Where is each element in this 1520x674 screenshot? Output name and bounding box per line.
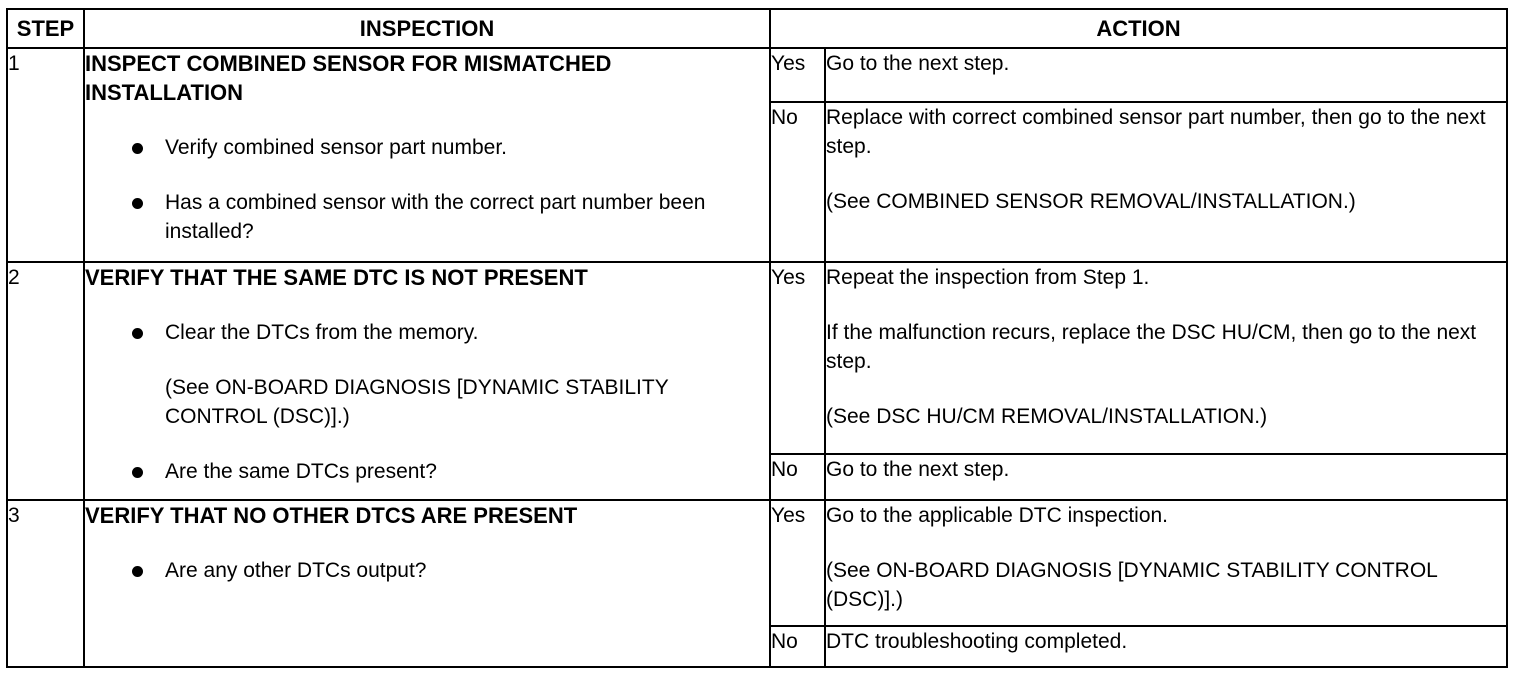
action-header: ACTION bbox=[768, 8, 1509, 49]
step-3-no-row: No DTC troubleshooting completed. bbox=[7, 625, 1509, 668]
step-2-inspection: VERIFY THAT THE SAME DTC IS NOT PRESENT … bbox=[83, 261, 771, 501]
step-2-bullet-1: Clear the DTCs from the memory. bbox=[85, 318, 769, 347]
step-1-yes-action-text: Go to the next step. bbox=[826, 52, 1010, 75]
step-2-bullet-2: Are the same DTCs present? bbox=[85, 457, 769, 486]
step-1-bullet-2: Has a combined sensor with the correct p… bbox=[85, 188, 769, 246]
step-2-no-label: No bbox=[769, 453, 826, 501]
step-2-title: VERIFY THAT THE SAME DTC IS NOT PRESENT bbox=[85, 265, 588, 290]
step-3-yes-label: Yes bbox=[769, 499, 826, 627]
step-3-yes-action: Go to the applicable DTC inspection. (Se… bbox=[823, 499, 1509, 627]
step-1-bullet-1: Verify combined sensor part number. bbox=[85, 133, 769, 162]
step-2-yes-action-text-1: Repeat the inspection from Step 1. bbox=[826, 266, 1150, 289]
step-3-no-action-text: DTC troubleshooting completed. bbox=[826, 630, 1128, 653]
step-2-yes-action-reference: (See DSC HU/CM REMOVAL/INSTALLATION.) bbox=[826, 405, 1268, 428]
step-3-yes-row: 3 VERIFY THAT NO OTHER DTCS ARE PRESENT … bbox=[6, 499, 1509, 668]
step-1-no-action-reference: (See COMBINED SENSOR REMOVAL/INSTALLATIO… bbox=[826, 190, 1356, 213]
step-3-no-action: DTC troubleshooting completed. bbox=[823, 625, 1509, 668]
step-1-no-action: Replace with correct combined sensor par… bbox=[823, 101, 1509, 263]
step-2-yes-row: 2 VERIFY THAT THE SAME DTC IS NOT PRESEN… bbox=[6, 261, 1509, 501]
step-2-yes-action: Repeat the inspection from Step 1. If th… bbox=[823, 261, 1509, 455]
header-row: STEP INSPECTION ACTION bbox=[6, 8, 1509, 49]
step-3-yes-action-text: Go to the applicable DTC inspection. bbox=[826, 504, 1169, 527]
step-2-yes-action-text-2: If the malfunction recurs, replace the D… bbox=[826, 321, 1477, 373]
step-1-number: 1 bbox=[6, 47, 85, 263]
inspection-header: INSPECTION bbox=[83, 8, 771, 49]
step-2-note: (See ON-BOARD DIAGNOSIS [DYNAMIC STABILI… bbox=[165, 376, 669, 428]
step-2-number: 2 bbox=[6, 261, 85, 501]
step-3-yes-action-reference: (See ON-BOARD DIAGNOSIS [DYNAMIC STABILI… bbox=[826, 559, 1438, 611]
step-1-no-action-text: Replace with correct combined sensor par… bbox=[826, 106, 1486, 158]
step-2-no-action: Go to the next step. bbox=[823, 453, 1509, 501]
step-1-yes-label: Yes bbox=[769, 47, 826, 103]
step-2-yes-label: Yes bbox=[769, 261, 826, 455]
step-2-no-action-text: Go to the next step. bbox=[826, 458, 1010, 481]
step-3-no-label: No bbox=[769, 625, 826, 668]
step-1-no-label: No bbox=[769, 101, 826, 263]
step-3-inspection: VERIFY THAT NO OTHER DTCS ARE PRESENT Ar… bbox=[83, 499, 771, 668]
step-3-number: 3 bbox=[6, 499, 85, 668]
step-3-bullet-1: Are any other DTCs output? bbox=[85, 556, 769, 585]
step-1-title: INSPECT COMBINED SENSOR FOR MISMATCHED I… bbox=[85, 51, 612, 105]
step-1-inspection: INSPECT COMBINED SENSOR FOR MISMATCHED I… bbox=[83, 47, 771, 263]
step-1-no-row: No Replace with correct combined sensor … bbox=[7, 101, 1509, 263]
step-1-yes-row: 1 INSPECT COMBINED SENSOR FOR MISMATCHED… bbox=[6, 47, 1509, 263]
step-header: STEP bbox=[6, 8, 85, 49]
step-3-title: VERIFY THAT NO OTHER DTCS ARE PRESENT bbox=[85, 503, 578, 528]
step-2-no-row: No Go to the next step. bbox=[7, 453, 1509, 501]
diagnostic-table: STEP INSPECTION ACTION 1 INSPECT COMBINE… bbox=[6, 8, 1509, 668]
step-1-yes-action: Go to the next step. bbox=[823, 47, 1509, 103]
